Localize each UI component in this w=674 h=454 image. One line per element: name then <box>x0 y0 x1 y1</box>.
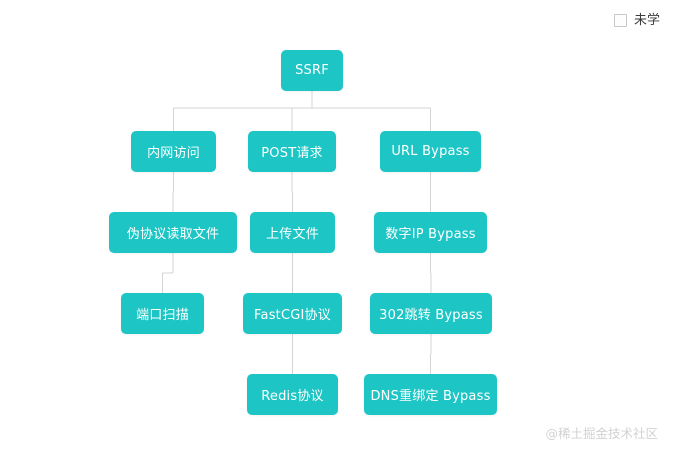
node-dns[interactable]: DNS重绑定 Bypass <box>364 374 497 415</box>
node-pseudo[interactable]: 伪协议读取文件 <box>109 212 237 253</box>
node-upload[interactable]: 上传文件 <box>250 212 335 253</box>
node-label: 302跳转 Bypass <box>379 308 483 323</box>
legend-unlearned[interactable]: 未学 <box>613 13 660 28</box>
node-urlbypass[interactable]: URL Bypass <box>380 131 481 172</box>
node-intranet[interactable]: 内网访问 <box>131 131 216 172</box>
node-label: 端口扫描 <box>136 308 189 323</box>
node-label: DNS重绑定 Bypass <box>370 389 491 404</box>
node-label: FastCGI协议 <box>254 308 331 323</box>
node-label: SSRF <box>295 63 329 78</box>
node-numip[interactable]: 数字IP Bypass <box>374 212 487 253</box>
node-label: Redis协议 <box>261 389 324 404</box>
node-fastcgi[interactable]: FastCGI协议 <box>243 293 342 334</box>
node-portscan[interactable]: 端口扫描 <box>121 293 204 334</box>
node-r302[interactable]: 302跳转 Bypass <box>370 293 492 334</box>
node-label: 伪协议读取文件 <box>126 227 220 242</box>
node-ssrf[interactable]: SSRF <box>281 50 343 91</box>
checkbox-unchecked-icon[interactable] <box>613 14 627 27</box>
node-label: URL Bypass <box>391 144 470 159</box>
legend-label: 未学 <box>633 13 660 28</box>
node-post[interactable]: POST请求 <box>248 131 336 172</box>
node-label: POST请求 <box>261 146 323 161</box>
node-label: 上传文件 <box>266 227 319 242</box>
node-label: 数字IP Bypass <box>385 227 476 242</box>
node-redis[interactable]: Redis协议 <box>247 374 338 415</box>
watermark: @稀土掘金技术社区 <box>545 426 658 441</box>
node-label: 内网访问 <box>147 146 200 161</box>
